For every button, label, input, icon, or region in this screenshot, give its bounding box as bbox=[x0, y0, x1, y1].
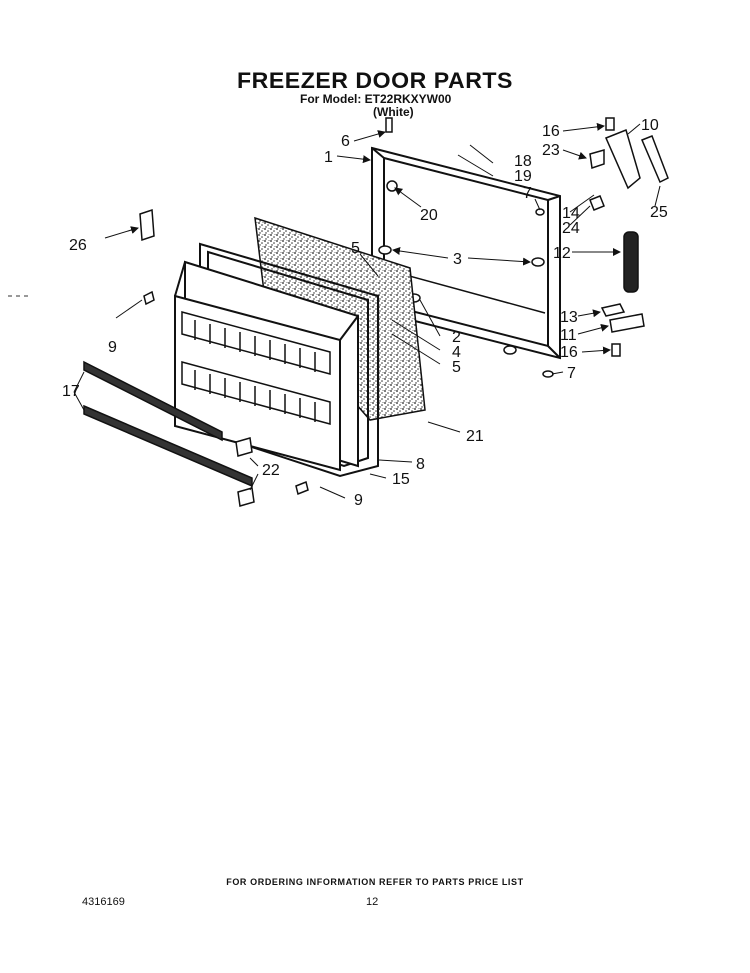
left-small-parts bbox=[139, 208, 309, 496]
callout-23: 23 bbox=[542, 142, 560, 159]
callout-12: 12 bbox=[553, 245, 571, 262]
callout-26: 26 bbox=[69, 237, 87, 254]
callout-6: 6 bbox=[341, 133, 350, 150]
leader-lines bbox=[73, 122, 661, 499]
callout-labels: 1 2 3 4 5 5 6 7 7 8 9 9 10 11 12 13 14 1… bbox=[62, 117, 668, 509]
callout-3: 3 bbox=[453, 251, 462, 268]
outer-door-panel bbox=[371, 146, 561, 360]
document-part-number: 4316169 bbox=[82, 896, 125, 908]
page-number: 12 bbox=[366, 896, 379, 908]
callout-21: 21 bbox=[466, 428, 484, 445]
callout-17: 17 bbox=[62, 383, 80, 400]
callout-9a: 9 bbox=[108, 339, 117, 356]
color-subtitle: (White) bbox=[373, 105, 414, 119]
callout-14: 14 bbox=[562, 205, 580, 222]
callout-13: 13 bbox=[560, 309, 578, 326]
callout-11: 11 bbox=[560, 327, 577, 344]
callout-16b: 16 bbox=[560, 344, 578, 361]
callout-9b: 9 bbox=[354, 492, 363, 509]
rail-end-caps bbox=[235, 437, 255, 507]
callout-5b: 5 bbox=[452, 359, 461, 376]
liner-shelves bbox=[181, 311, 331, 425]
shelf-rails bbox=[83, 360, 253, 488]
hinge-assembly bbox=[589, 117, 669, 357]
callout-22: 22 bbox=[262, 462, 280, 479]
callout-15: 15 bbox=[392, 471, 410, 488]
callout-1: 1 bbox=[324, 149, 333, 166]
callout-10: 10 bbox=[641, 117, 659, 134]
page-title: FREEZER DOOR PARTS bbox=[237, 68, 513, 93]
callout-19: 19 bbox=[514, 168, 532, 185]
model-subtitle: For Model: ET22RKXYW00 bbox=[300, 92, 452, 106]
callout-7b: 7 bbox=[567, 365, 576, 382]
callout-16a: 16 bbox=[542, 123, 560, 140]
callout-18: 18 bbox=[514, 153, 532, 170]
callout-5a: 5 bbox=[351, 240, 360, 257]
callout-4: 4 bbox=[452, 344, 461, 361]
callout-7a: 7 bbox=[523, 185, 532, 202]
callout-24: 24 bbox=[562, 220, 580, 237]
callout-25: 25 bbox=[650, 204, 668, 221]
callout-8: 8 bbox=[416, 456, 425, 473]
callout-2: 2 bbox=[452, 329, 461, 346]
ordering-info-note: FOR ORDERING INFORMATION REFER TO PARTS … bbox=[226, 877, 524, 887]
callout-20: 20 bbox=[420, 207, 438, 224]
